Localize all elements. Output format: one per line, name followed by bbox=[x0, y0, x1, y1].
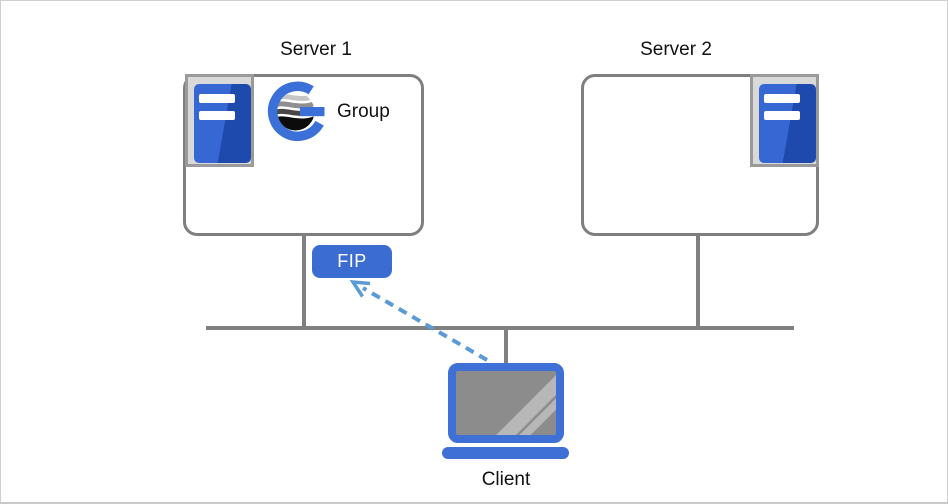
server-tower-body bbox=[194, 84, 251, 163]
group-label: Group bbox=[337, 101, 390, 122]
server1-network-line bbox=[302, 234, 306, 328]
server-tower-icon bbox=[750, 74, 819, 167]
server1-title: Server 1 bbox=[280, 39, 352, 60]
fip-badge: FIP bbox=[312, 245, 392, 278]
server2-title: Server 2 bbox=[640, 39, 712, 60]
client-network-line bbox=[504, 328, 508, 365]
cluster-group-globe-icon bbox=[267, 81, 325, 141]
laptop-base bbox=[442, 447, 569, 459]
server2-network-line bbox=[696, 234, 700, 328]
server-tower-icon bbox=[185, 74, 254, 167]
server-tower-body bbox=[759, 84, 816, 163]
client-label: Client bbox=[481, 469, 531, 490]
laptop-icon bbox=[448, 363, 564, 443]
network-bus-line bbox=[206, 326, 794, 330]
